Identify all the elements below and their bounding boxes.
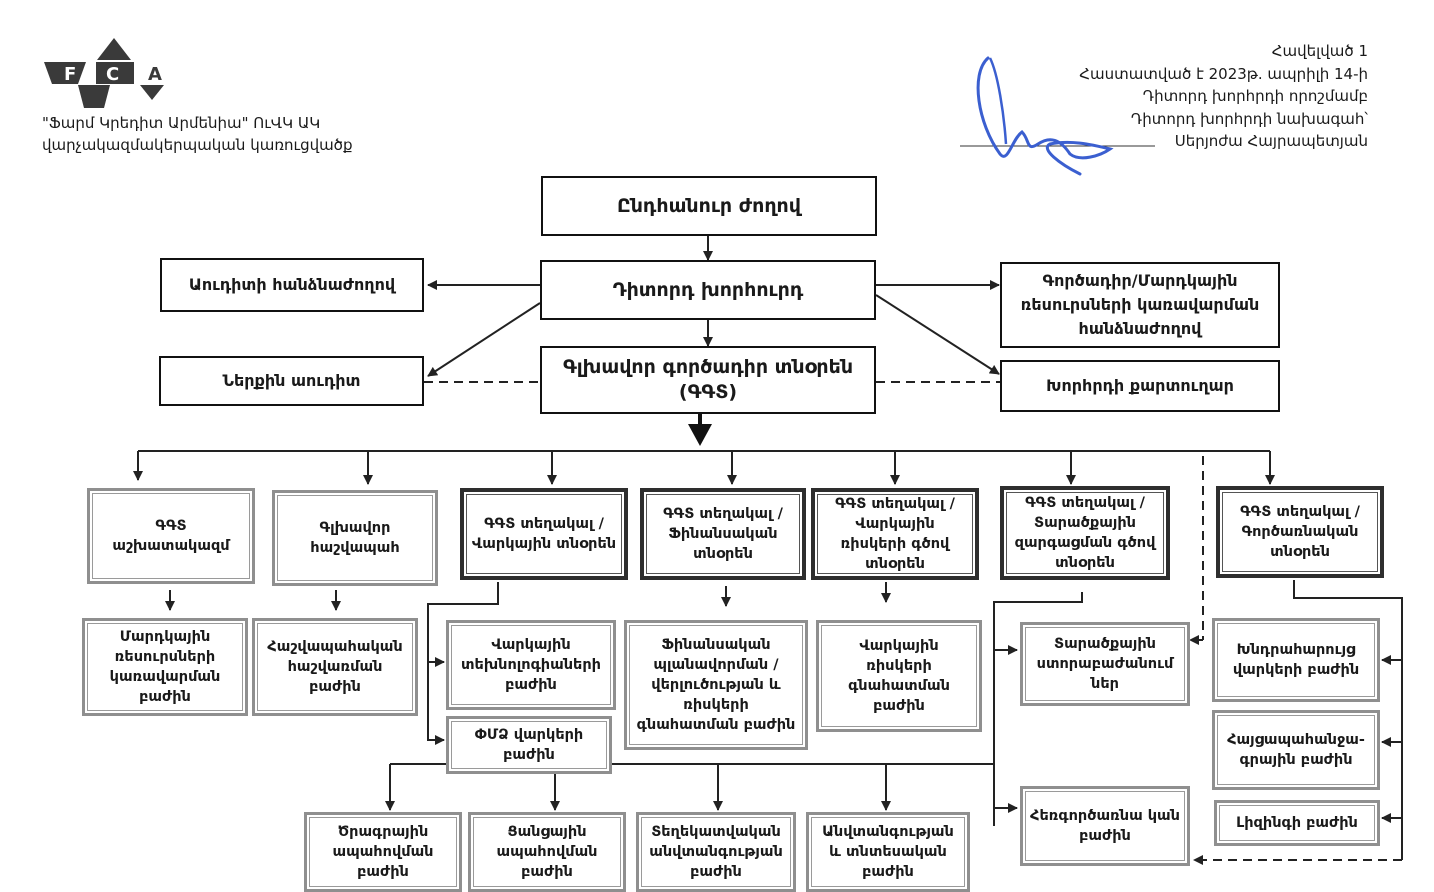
node-credit-technology: Վարկային տեխնոլոգիաների բաժին [446,620,616,710]
node-board-secretary: Խորհրդի քարտուղար [1000,360,1280,412]
org-caption-line1: "Ֆարմ Կրեդիտ Արմենիա" ՈւՎԿ ԱԿ [42,114,321,132]
approval-line-2: Հաստատված է 2023թ. ապրիլի 14-ի [1079,64,1368,83]
node-credit-risk-assessment: Վարկային ռիսկերի գնահատման բաժին [816,620,982,732]
node-hr-committee: Գործադիր/Մարդկային ռեսուրսների կառավարմա… [1000,262,1280,348]
node-internal-audit: Ներքին աուդիտ [159,356,424,406]
node-ceo: Գլխավոր գործադիր տնօրեն (ԳԳՏ) [540,346,876,414]
node-sme-loans: ՓՄՁ վարկերի բաժին [446,716,612,774]
node-safety-economic: Անվտանգության և տնտեսական բաժին [806,812,970,892]
node-info-security: Տեղեկատվական անվտանգության բաժին [636,812,796,892]
node-chief-accountant: Գլխավոր հաշվապահ [272,490,438,586]
node-deputy-regional: ԳԳՏ տեղակալ / Տարածքային զարգացման գծով … [1000,486,1170,580]
node-accounting-department: Հաշվապահական հաշվառման բաժին [252,618,418,716]
ceo-down-arrow [688,424,712,446]
node-ceo-office: ԳԳՏ աշխատակազմ [87,488,255,584]
company-logo: F C A [44,38,174,110]
node-claims: Հայցապահանջա-գրային բաժին [1212,710,1380,790]
node-problem-loans: Խնդրահարույց վարկերի բաժին [1212,618,1380,702]
node-general-meeting: Ընդհանուր ժողով [541,176,877,236]
node-deputy-finance: ԳԳՏ տեղակալ / Ֆինանսական տնօրեն [640,488,806,580]
svg-text:F: F [64,64,76,85]
node-hr-department: Մարդկային ռեսուրսների կառավարման բաժին [82,618,248,716]
approval-line-4: Դիտորդ խորհրդի նախագահ՝ [1130,109,1368,128]
node-regional-branches: Տարածքային ստորաբաժանում ներ [1020,622,1190,706]
svg-text:C: C [106,64,119,85]
approval-line-5: Սերյոժա Հայրապետյան [1174,132,1368,150]
approval-line-3: Դիտորդ խորհրդի որոշմամբ [1142,87,1368,105]
signature-mark [960,56,1155,176]
org-caption: "Ֆարմ Կրեդիտ Արմենիա" ՈւՎԿ ԱԿ վարչակազմա… [42,112,402,156]
node-network-support: Ցանցային ապահովման բաժին [468,812,626,892]
node-software-support: Ծրագրային ապահովման բաժին [304,812,462,892]
node-supervisory-board: Դիտորդ խորհուրդ [540,260,876,320]
node-deputy-operations: ԳԳՏ տեղակալ / Գործառնական տնօրեն [1216,486,1384,578]
approval-line-1: Հավելված 1 [1271,42,1368,60]
node-financial-planning: Ֆինանսական պլանավորման / վերլուծության և… [624,620,808,750]
node-distance-operations: Հեռգործառնա կան բաժին [1020,786,1190,866]
node-audit-committee: Աուդիտի հանձնաժողով [160,258,424,312]
logo-graphic: F C A [44,38,164,108]
node-deputy-risk: ԳԳՏ տեղակալ / Վարկային ռիսկերի գծով տնօր… [811,488,979,580]
org-caption-line2: վարչակազմակերպական կառուցվածք [42,136,353,154]
approval-block: Հավելված 1 Հաստատված է 2023թ. ապրիլի 14-… [948,40,1368,153]
svg-text:A: A [148,64,162,85]
node-deputy-credit: ԳԳՏ տեղակալ / Վարկային տնօրեն [460,488,628,580]
node-leasing: Լիզինգի բաժին [1214,800,1380,846]
